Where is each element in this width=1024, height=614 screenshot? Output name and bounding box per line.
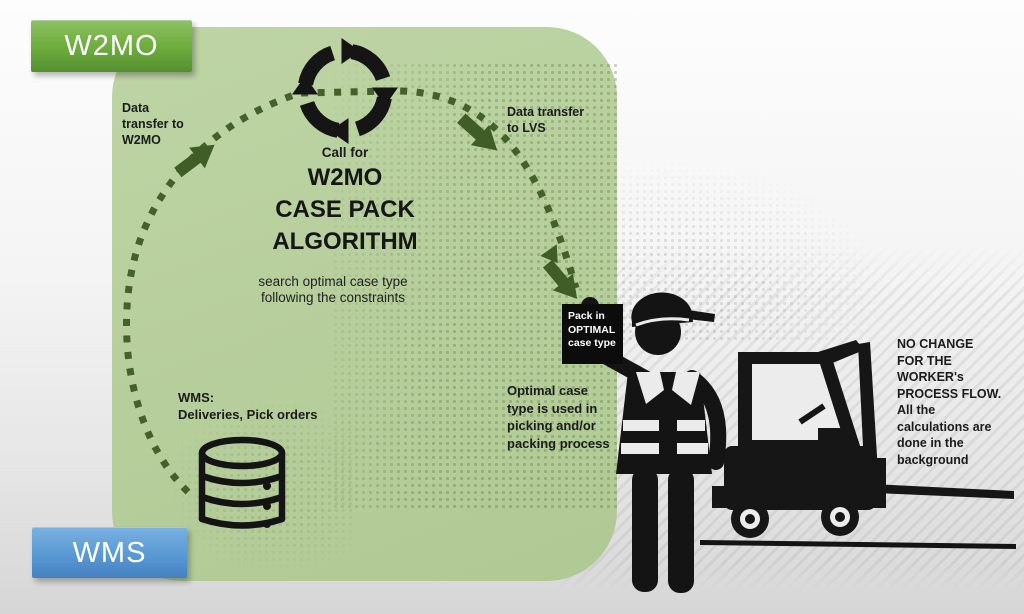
dotted-flow-path [123,87,580,495]
cycle-arrows-icon [292,38,398,144]
forklift-icon [712,340,1014,538]
pack-box-line: OPTIMAL [568,323,616,336]
wms-tag: WMS [32,527,187,578]
database-icon [198,436,286,529]
pack-in-optimal-case-type-box: Pack in OPTIMAL case type [562,304,623,364]
ground-line [700,540,1016,549]
algorithm-subtitle: search optimal case type following the c… [258,274,408,305]
wms-source-label: WMS: Deliveries, Pick orders [178,390,318,422]
data-transfer-to-w2mo-label: Data transfer to W2MO [122,101,184,147]
optimal-case-usage-label: Optimal case type is used in picking and… [507,383,610,451]
pack-box-line: Pack in [568,310,605,322]
pack-box-line: case type [568,337,616,349]
flow-arrow-icon [174,113,578,299]
w2mo-tag: W2MO [31,20,192,72]
no-change-note: NO CHANGE FOR THE WORKER's PROCESS FLOW.… [897,337,1002,467]
warehouse-worker-icon [581,292,727,593]
algorithm-title: W2MO CASE PACK ALGORITHM [272,164,418,255]
data-transfer-to-lvs-label: Data transfer to LVS [507,105,585,135]
call-for-label: Call for [321,145,369,160]
